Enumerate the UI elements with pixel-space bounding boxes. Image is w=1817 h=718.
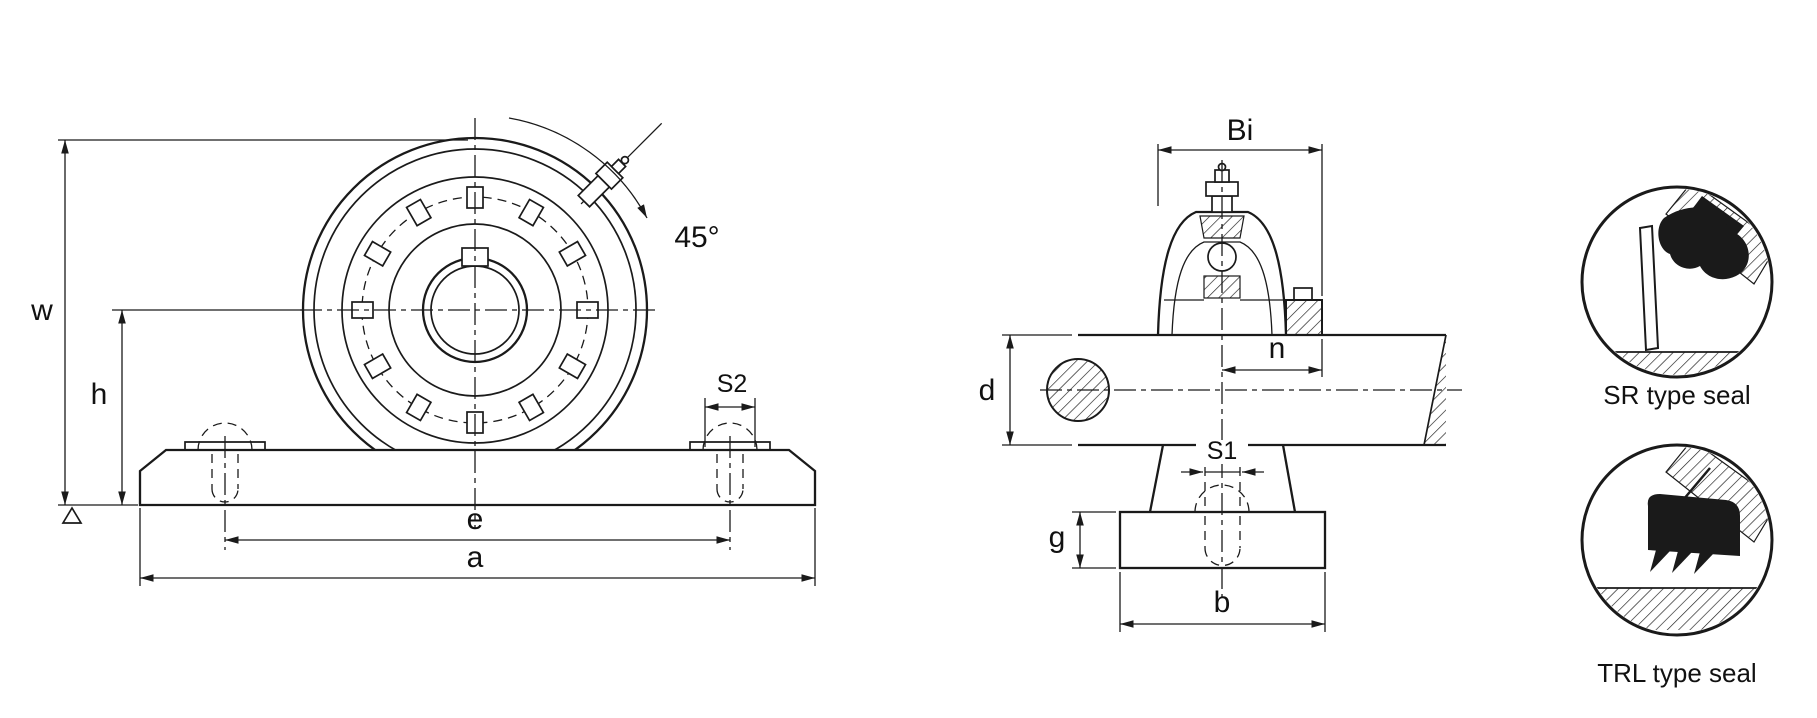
dim-n: n <box>1222 332 1323 377</box>
sr-seal-detail: SR type seal <box>1580 185 1774 410</box>
base-details <box>184 422 771 550</box>
dim-s1: S1 <box>1181 437 1264 476</box>
dim-n-label: n <box>1269 332 1286 365</box>
dim-s1-label: S1 <box>1207 437 1238 465</box>
centerlines-front <box>112 118 655 528</box>
locking-collar-section <box>1285 299 1323 336</box>
housing-section <box>1156 210 1323 336</box>
dim-g: g <box>1049 511 1116 569</box>
sr-rubber-seal <box>1658 207 1749 280</box>
sr-seal-label: SR type seal <box>1603 380 1750 410</box>
dim-e-label: e <box>467 503 484 536</box>
grease-fitting-front <box>577 122 663 208</box>
dim-a: a <box>139 508 816 586</box>
dim-w-label: w <box>30 294 53 327</box>
side-view: Bi n d S1 g <box>979 114 1462 632</box>
dim-bi: Bi <box>1157 114 1323 296</box>
dim-e: e <box>225 503 730 544</box>
datum-triangle-symbol <box>61 506 83 524</box>
dim-w: w <box>30 139 468 506</box>
dim-g-label: g <box>1049 521 1066 554</box>
dim-b: b <box>1119 572 1326 632</box>
pedestal-section <box>1118 160 1327 598</box>
dim-a-label: a <box>467 541 484 574</box>
trl-seal-circle <box>1580 443 1774 637</box>
dim-s2: S2 <box>704 370 756 447</box>
slab-bolt-slot-hidden <box>1204 547 1241 567</box>
dim-d-label: d <box>979 374 996 407</box>
front-view: 45° w h S2 e a <box>30 117 817 586</box>
dim-b-label: b <box>1214 586 1231 619</box>
trl-seal-label: TRL type seal <box>1597 658 1756 688</box>
set-screw <box>1293 287 1313 301</box>
shaft <box>1040 333 1462 447</box>
dim-h-label: h <box>91 378 108 411</box>
dim-h: h <box>91 310 126 505</box>
seal-details: SR type seal TRL type seal <box>1580 185 1774 688</box>
sr-metal-shield <box>1638 224 1660 352</box>
base-outline <box>138 448 817 507</box>
trl-seal-detail: TRL type seal <box>1580 443 1774 688</box>
dim-d: d <box>979 334 1072 446</box>
dim-bi-label: Bi <box>1227 114 1254 147</box>
sr-seal-circle <box>1580 185 1774 379</box>
angle-45-label: 45° <box>674 221 719 254</box>
trl-rubber-seal <box>1647 494 1740 556</box>
shaft-break-line <box>1423 334 1447 446</box>
dim-angle-45: 45° <box>508 117 720 254</box>
dim-s2-label: S2 <box>717 370 748 398</box>
